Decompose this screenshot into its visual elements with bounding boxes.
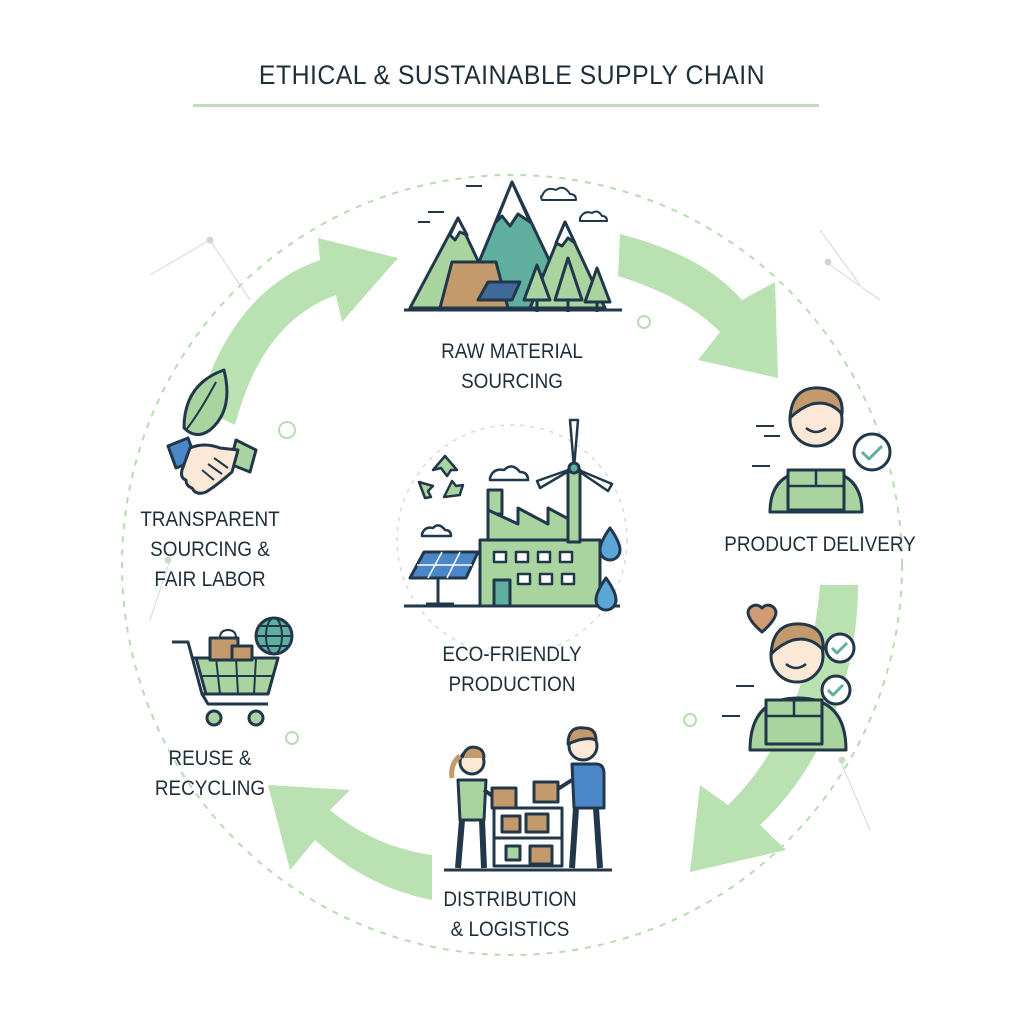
stage-label-distribution: DISTRIBUTION & LOGISTICS bbox=[443, 888, 577, 941]
stage-label-eco-production: ECO-FRIENDLY PRODUCTION bbox=[442, 643, 582, 696]
decor-circles bbox=[278, 315, 697, 745]
arrow-top-right bbox=[618, 234, 778, 378]
happy-customer-icon bbox=[722, 603, 856, 752]
shopping-cart-globe-icon bbox=[172, 616, 294, 727]
person-with-package-icon bbox=[752, 386, 892, 514]
cycle-dashed-ring bbox=[121, 174, 903, 956]
handshake-leaf-icon bbox=[166, 368, 258, 495]
stage-label-product-delivery: PRODUCT DELIVERY bbox=[724, 533, 916, 556]
arrow-left-up bbox=[198, 238, 398, 425]
stage-label-raw-material: RAW MATERIAL SOURCING bbox=[441, 340, 583, 393]
recycle-icon bbox=[417, 454, 465, 500]
workers-warehouse-icon bbox=[444, 726, 612, 872]
diagram-title: ETHICAL & SUSTAINABLE SUPPLY CHAIN bbox=[258, 60, 766, 90]
mountains-forest-icon bbox=[404, 180, 622, 312]
stage-label-recycling: REUSE & RECYCLING bbox=[154, 747, 266, 800]
title-underline bbox=[193, 104, 819, 107]
inner-dashed-ring bbox=[396, 424, 628, 656]
heart-icon bbox=[746, 603, 778, 634]
stage-label-fair-labor: TRANSPARENT SOURCING & FAIR LABOR bbox=[140, 508, 280, 591]
arrow-bottom bbox=[268, 785, 432, 900]
factory-wind-solar-icon bbox=[404, 418, 622, 612]
decor-network bbox=[149, 229, 881, 831]
